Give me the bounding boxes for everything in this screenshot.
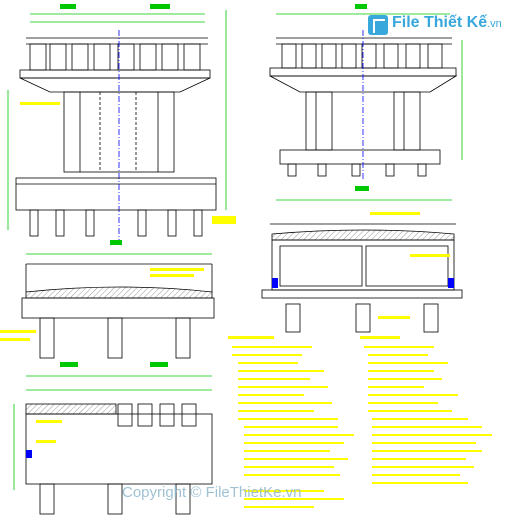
- girder-row-right: [281, 43, 443, 69]
- copyright-watermark: Copyright © FileThietKe.vn: [122, 484, 301, 501]
- piles-right: [287, 163, 427, 177]
- view-deck-section-left: [0, 240, 215, 359]
- piles-bottom: [39, 483, 191, 515]
- notes-column-right: [360, 336, 492, 484]
- view-pier-side-right: [269, 4, 463, 180]
- piles-mid-right: [285, 303, 439, 333]
- piles-mid-left: [39, 317, 191, 359]
- notes-column-left: [228, 336, 354, 508]
- brand-logo-icon: [368, 15, 388, 35]
- brand-logo-tld: .vn: [487, 18, 502, 30]
- girder-row-left: [29, 43, 201, 71]
- brand-logo-text: File Thiết Kế.vn: [392, 14, 502, 31]
- brand-logo[interactable]: File Thiết Kế.vn: [368, 14, 502, 38]
- view-combined-section-bottom: [13, 362, 213, 515]
- copyright-text: Copyright © FileThietKe.vn: [122, 484, 302, 501]
- piles-left: [29, 209, 203, 237]
- view-box-section-right: [261, 186, 463, 333]
- girder-row-bottom: [117, 403, 197, 427]
- view-pier-elevation-left: [7, 4, 236, 240]
